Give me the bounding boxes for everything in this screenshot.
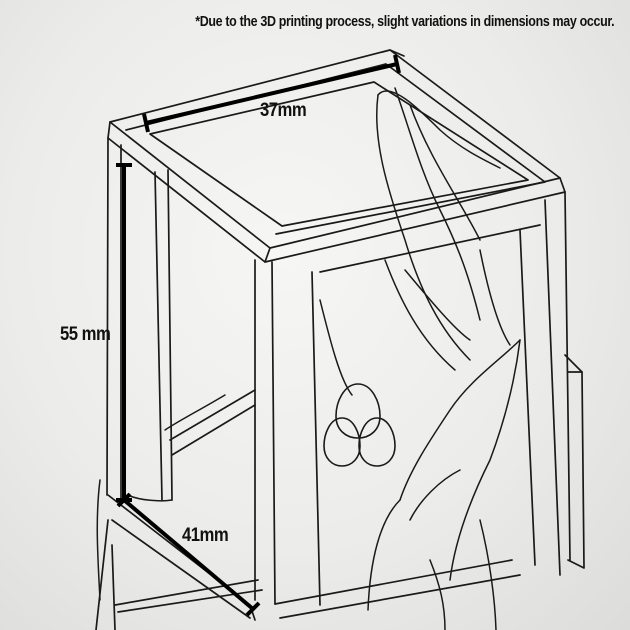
height-dimension-line	[116, 163, 132, 502]
drapery	[96, 87, 521, 630]
width-dimension-line	[142, 54, 401, 133]
back-left-post	[154, 169, 173, 501]
eggs	[323, 383, 396, 467]
width-label: 37mm	[260, 100, 307, 121]
height-label: 55 mm	[60, 324, 111, 345]
top-frame	[107, 49, 566, 263]
front-right-post	[254, 259, 276, 605]
disclaimer-note: *Due to the 3D printing process, slight …	[194, 14, 614, 30]
front-left-post	[106, 137, 122, 499]
depth-label: 41mm	[182, 525, 229, 546]
back-panel	[564, 354, 585, 569]
inner-side-bar	[169, 389, 256, 456]
depth-dimension-line	[116, 492, 261, 617]
bottom-frame	[95, 494, 521, 630]
right-posts	[311, 191, 571, 606]
